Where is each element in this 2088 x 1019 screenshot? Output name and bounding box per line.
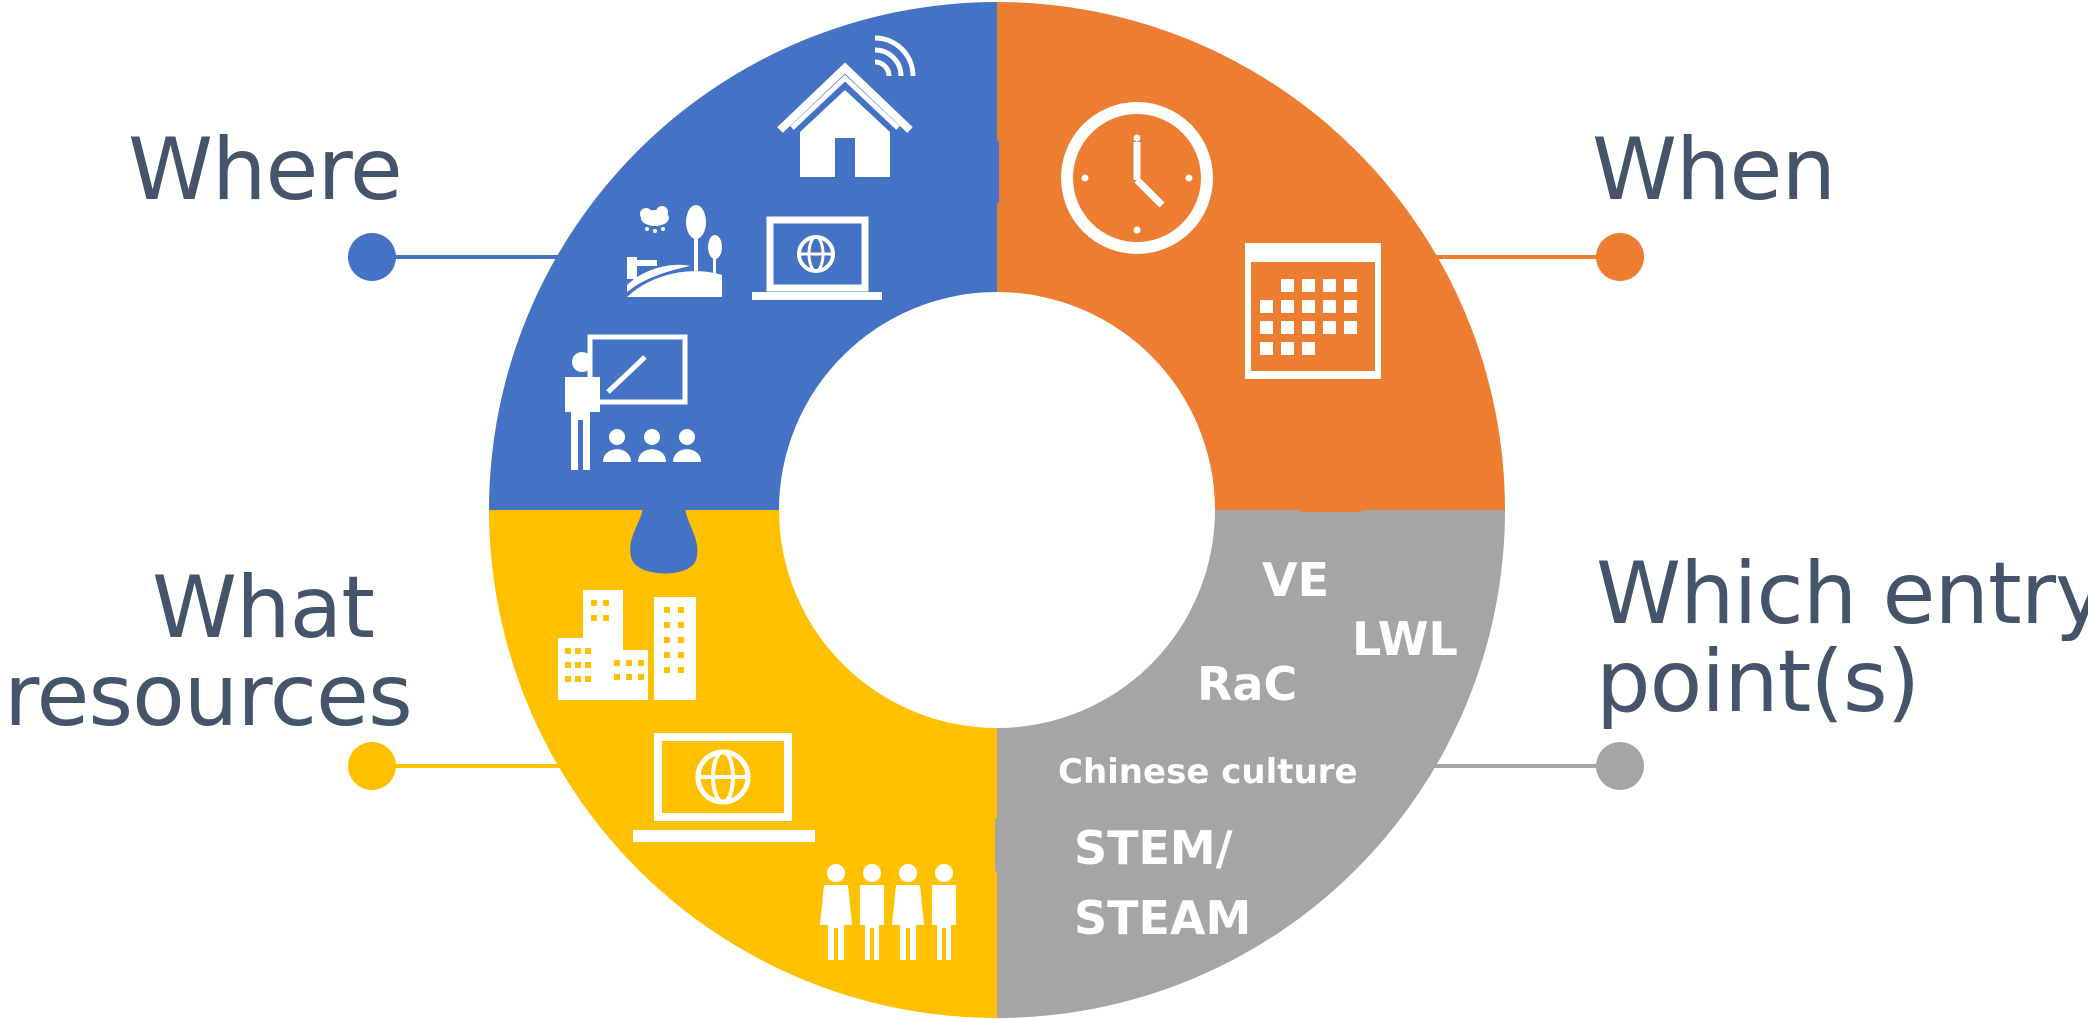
puzzle-tab-which-what (995, 813, 1072, 877)
buildings-icon (558, 590, 696, 700)
quadrant-which (997, 510, 1505, 1018)
label-where: Where (128, 120, 403, 220)
puzzle-tab-where-what (630, 508, 698, 574)
garden-icon (627, 205, 722, 297)
label-what-line2: resources (4, 646, 413, 746)
puzzle-tab-when-which (1300, 440, 1362, 512)
laptop-globe-icon (633, 733, 815, 842)
label-what-resources: What resources (4, 558, 413, 746)
entry-stem-line2: STEAM (1074, 891, 1251, 945)
label-which-line2: point(s) (1596, 632, 1920, 732)
teacher-classroom-icon (565, 334, 701, 470)
laptop-globe-icon (752, 216, 882, 300)
connector-when (1430, 233, 1644, 281)
entry-chinese-culture: Chinese culture (1058, 752, 1358, 792)
quadrant-where (489, 2, 997, 510)
connector-which (1430, 742, 1644, 790)
puzzle-tab-where-when (924, 136, 999, 205)
calendar-icon (1245, 243, 1381, 379)
entry-stem-line1: STEM/ (1074, 821, 1233, 875)
entry-ve: VE (1262, 553, 1329, 607)
label-when: When (1592, 120, 1836, 220)
label-when-text: When (1592, 120, 1836, 220)
entry-rac: RaC (1197, 657, 1297, 711)
connector-what (348, 742, 560, 790)
entry-lwl: LWL (1352, 612, 1458, 666)
label-which-entry-points: Which entry point(s) (1596, 550, 2088, 726)
smart-home-icon (777, 35, 916, 177)
label-which-line1: Which entry (1596, 544, 2088, 644)
label-where-text: Where (128, 120, 403, 220)
people-group-icon (820, 864, 956, 960)
label-what-line1: What (152, 558, 375, 658)
clock-icon (1061, 102, 1213, 254)
connector-where (348, 233, 560, 281)
